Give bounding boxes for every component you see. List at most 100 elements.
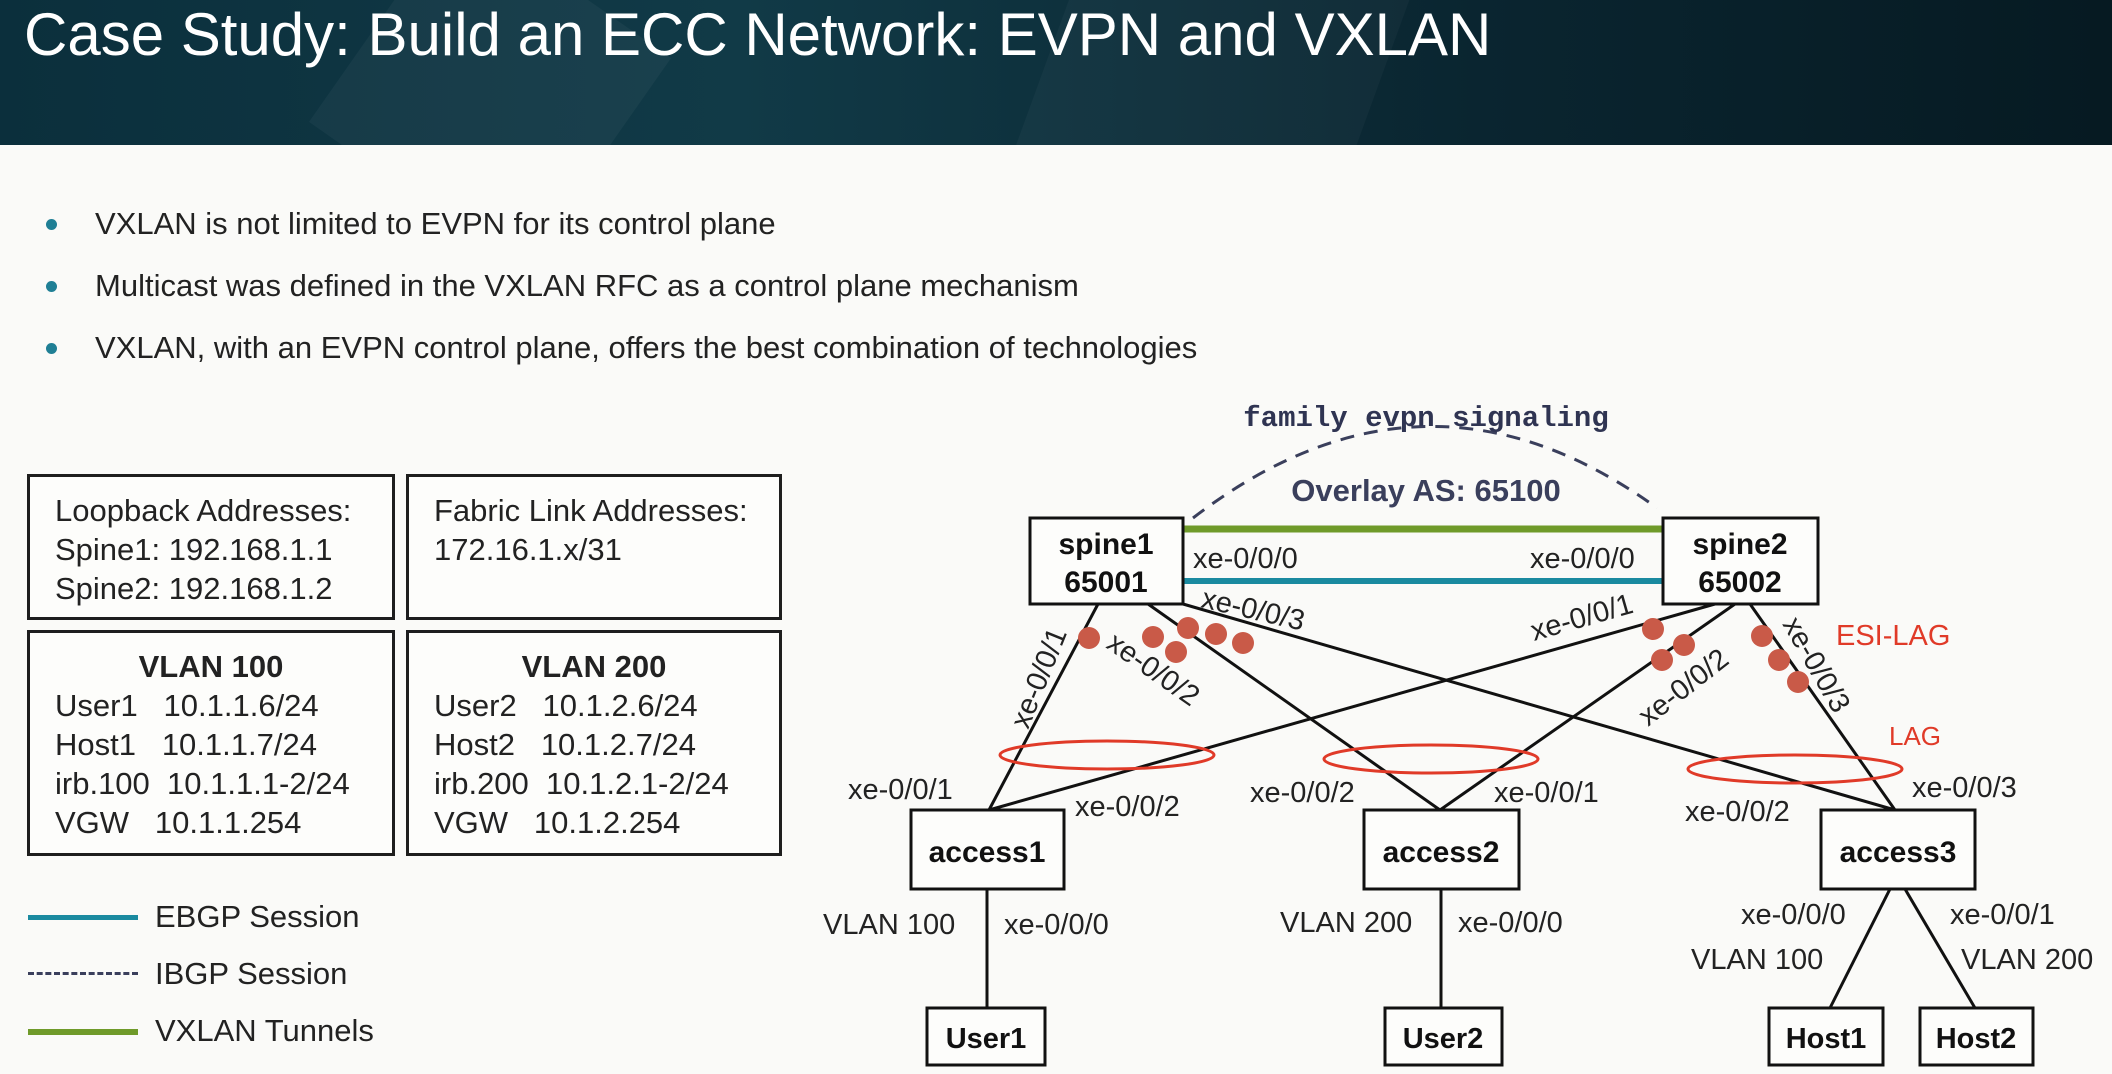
lag-dot-icon: [1232, 632, 1254, 654]
esi-lag-label: ESI-LAG: [1836, 620, 1950, 652]
lag-dot-icon: [1078, 627, 1100, 649]
lag-dot-icon: [1177, 617, 1199, 639]
bullet-text: Multicast was defined in the VXLAN RFC a…: [95, 268, 1079, 303]
esi-lag-access1-ellipse: [998, 739, 1216, 771]
lag-dot-icon: [1651, 649, 1673, 671]
access1-node: access1: [909, 808, 1066, 891]
lag-dot-icon: [1165, 641, 1187, 663]
title-bar: Case Study: Build an ECC Network: EVPN a…: [0, 0, 2112, 145]
access3-down-left-if-label: xe-0/0/0: [1741, 899, 1846, 931]
bullet-dot-icon: [46, 281, 57, 292]
link-spine2-access1: [988, 602, 1716, 812]
legend-vxlan-label: VXLAN Tunnels: [155, 1013, 374, 1048]
access3-node: access3: [1819, 808, 1977, 891]
vlan100-user1: User1 10.1.1.6/24: [55, 688, 319, 723]
lag-dot-icon: [1673, 634, 1695, 656]
link-access3-host1: [1828, 888, 1892, 1009]
vlan100-vgw: VGW 10.1.1.254: [55, 805, 302, 840]
access2-name: access2: [1383, 836, 1500, 869]
user2-node: User2: [1383, 1006, 1504, 1067]
spine2-p2-if-label: xe-0/0/2: [1633, 643, 1735, 733]
lag-access3-ellipse: [1686, 753, 1904, 785]
spine1-p1-if-label: xe-0/0/1: [1005, 623, 1074, 732]
user1-node: User1: [925, 1006, 1047, 1067]
link-access3-host2: [1903, 888, 1977, 1009]
esi-lag-ellipses: [998, 739, 1904, 785]
spine2-asn: 65002: [1698, 566, 1781, 599]
loopback-spine1: Spine1: 192.168.1.1: [55, 532, 333, 567]
ibgp-line-icon: [28, 972, 138, 975]
spine1-node: spine1 65001: [1028, 516, 1185, 606]
spine1-inner-if-label: xe-0/0/0: [1193, 543, 1298, 575]
host2-node: Host2: [1918, 1006, 2035, 1067]
spine2-node: spine2 65002: [1661, 516, 1820, 606]
vlan200-vgw: VGW 10.1.2.254: [434, 805, 681, 840]
access1-down-if-label: xe-0/0/0: [1004, 909, 1109, 941]
access2-vlan-label: VLAN 200: [1280, 907, 1412, 939]
vlan100-box: VLAN 100 User1 10.1.1.6/24 Host1 10.1.1.…: [27, 630, 395, 856]
access1-name: access1: [929, 836, 1046, 869]
host1-name: Host1: [1786, 1023, 1867, 1055]
link-spine2-access3: [1748, 603, 1897, 811]
lag-dot-icon: [1642, 618, 1664, 640]
host1-node: Host1: [1767, 1006, 1885, 1067]
spine2-name: spine2: [1692, 528, 1787, 561]
access3-down-right-if-label: xe-0/0/1: [1950, 899, 2055, 931]
bullet-list: VXLAN is not limited to EVPN for its con…: [40, 193, 1197, 379]
spine2-p1-if-label: xe-0/0/1: [1527, 588, 1637, 648]
bullet-item: VXLAN is not limited to EVPN for its con…: [40, 193, 1197, 255]
spine1-asn: 65001: [1064, 566, 1147, 599]
lag-member-dots: [1078, 617, 1809, 693]
vlan200-user2: User2 10.1.2.6/24: [434, 688, 698, 723]
vlan200-box: VLAN 200 User2 10.1.2.6/24 Host2 10.1.2.…: [406, 630, 782, 856]
access2-left-if-label: xe-0/0/2: [1250, 777, 1355, 809]
vlan100-header: VLAN 100: [138, 649, 284, 684]
access3-name: access3: [1840, 836, 1957, 869]
access2-right-if-label: xe-0/0/1: [1494, 777, 1599, 809]
lag-dot-icon: [1751, 625, 1773, 647]
lag-dot-icon: [1205, 623, 1227, 645]
interface-labels: xe-0/0/0 xe-0/0/0 xe-0/0/1 xe-0/0/2 xe-0…: [823, 543, 2093, 976]
bullet-text: VXLAN, with an EVPN control plane, offer…: [95, 330, 1198, 365]
host2-name: Host2: [1936, 1023, 2017, 1055]
spine1-name: spine1: [1058, 528, 1153, 561]
link-spine1-access2: [1147, 602, 1441, 812]
host2-vlan-label: VLAN 200: [1961, 944, 2093, 976]
loopback-box: Loopback Addresses: Spine1: 192.168.1.1 …: [27, 474, 395, 620]
access2-down-if-label: xe-0/0/0: [1458, 907, 1563, 939]
slide-title: Case Study: Build an ECC Network: EVPN a…: [24, 1, 1492, 68]
vxlan-line-icon: [28, 1029, 138, 1035]
access1-left-if-label: xe-0/0/1: [848, 774, 953, 806]
loopback-title: Loopback Addresses:: [55, 493, 352, 528]
host1-vlan-label: VLAN 100: [1691, 944, 1823, 976]
fabric-subnet: 172.16.1.x/31: [434, 532, 622, 567]
ibgp-session-arc: [1192, 425, 1658, 520]
bullet-item: VXLAN, with an EVPN control plane, offer…: [40, 317, 1197, 379]
fabric-box: Fabric Link Addresses: 172.16.1.x/31: [406, 474, 782, 620]
legend-ibgp-label: IBGP Session: [155, 956, 348, 991]
access1-right-if-label: xe-0/0/2: [1075, 791, 1180, 823]
ebgp-line-icon: [28, 915, 138, 920]
fabric-title: Fabric Link Addresses:: [434, 493, 748, 528]
loopback-spine2: Spine2: 192.168.1.2: [55, 571, 333, 606]
user2-name: User2: [1403, 1023, 1484, 1055]
bullet-item: Multicast was defined in the VXLAN RFC a…: [40, 255, 1197, 317]
bullet-dot-icon: [46, 343, 57, 354]
bullet-text: VXLAN is not limited to EVPN for its con…: [95, 206, 776, 241]
vlan200-host2: Host2 10.1.2.7/24: [434, 727, 696, 762]
fabric-links: [985, 602, 1977, 1009]
vlan200-irb: irb.200 10.1.2.1-2/24: [434, 766, 729, 801]
lag-dot-icon: [1787, 671, 1809, 693]
vlan200-header: VLAN 200: [521, 649, 667, 684]
lag-dot-icon: [1768, 649, 1790, 671]
overlay-as-label: Overlay AS: 65100: [1291, 473, 1560, 508]
access3-left-if-label: xe-0/0/2: [1685, 796, 1790, 828]
bullet-dot-icon: [46, 219, 57, 230]
access3-right-if-label: xe-0/0/3: [1912, 772, 2017, 804]
family-evpn-label: family evpn signaling: [1243, 402, 1608, 435]
legend-ebgp-label: EBGP Session: [155, 899, 360, 934]
lag-dot-icon: [1142, 626, 1164, 648]
link-spine1-access3: [1182, 602, 1896, 812]
lag-label: LAG: [1889, 721, 1941, 751]
